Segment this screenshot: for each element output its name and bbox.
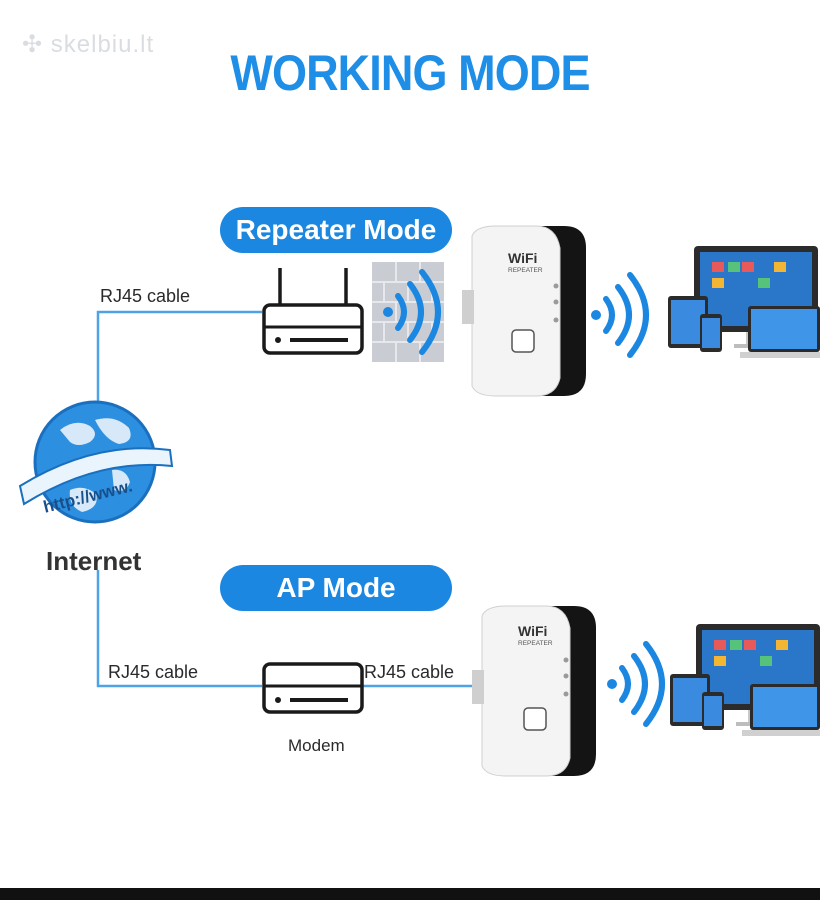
- repeater-wifi-wave-icon: [591, 272, 649, 358]
- modem-label: Modem: [288, 736, 345, 755]
- globe-icon: http://www.: [18, 400, 174, 524]
- ap-cable-line: [96, 570, 262, 688]
- router-icon: [262, 268, 364, 355]
- ap-cable-label-right: RJ45 cable: [364, 662, 455, 682]
- repeater-mode-badge: Repeater Mode: [220, 207, 452, 253]
- bottom-bar: [0, 888, 820, 900]
- client-devices-top: [668, 246, 820, 358]
- wall-wifi-wave-icon: [383, 269, 441, 355]
- repeater-device-bottom: WiFi REPEATER: [472, 605, 596, 777]
- ap-sub-text: REPEATER: [518, 640, 553, 647]
- modem-icon: [262, 662, 364, 714]
- client-devices-bottom: [670, 624, 820, 736]
- ap-wifi-wave-icon: [607, 641, 665, 727]
- repeater-brand-text: WiFi: [508, 250, 537, 266]
- repeater-sub-text: REPEATER: [508, 267, 543, 274]
- watermark-text: skelbiu.lt: [50, 31, 155, 58]
- internet-label: Internet: [46, 546, 142, 576]
- cable-lines: [96, 310, 480, 688]
- ap-mode-badge: AP Mode: [220, 565, 452, 611]
- repeater-cable-label: RJ45 cable: [100, 286, 191, 306]
- ap-cable-label-left: RJ45 cable: [108, 662, 199, 682]
- ap-brand-text: WiFi: [518, 623, 547, 639]
- brick-wall-icon: [372, 262, 444, 362]
- page-title: WORKING MODE: [230, 45, 590, 101]
- watermark: ✣ skelbiu.lt: [22, 31, 155, 58]
- repeater-device-top: WiFi REPEATER: [462, 225, 586, 397]
- repeater-cable-line: [96, 310, 262, 420]
